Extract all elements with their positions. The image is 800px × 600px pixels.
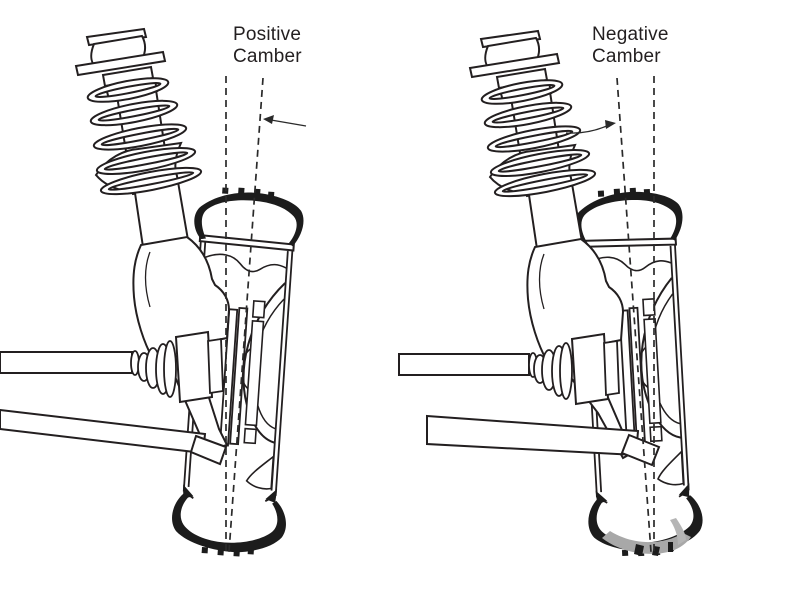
ball-joint-bracket xyxy=(189,434,228,466)
camber-angle-arrow xyxy=(263,115,307,127)
camber-line-wheel-axis xyxy=(228,77,264,553)
negative-camber-label: Negative Camber xyxy=(592,24,669,67)
wheel-hub xyxy=(570,332,610,406)
lower-control-arm xyxy=(0,408,207,455)
axle-shaft xyxy=(0,351,133,374)
strut-assembly-left xyxy=(75,28,230,360)
camber-angle-arrow xyxy=(565,120,616,134)
negative-camber-figure xyxy=(398,30,706,560)
positive-camber-label: Positive Camber xyxy=(233,24,302,67)
wheel-hub-step xyxy=(207,337,224,395)
wheel-hub-step xyxy=(603,339,620,397)
camber-line-wheel-axis xyxy=(616,77,652,553)
wheel-hub xyxy=(174,330,214,404)
positive-camber-figure xyxy=(0,28,310,561)
tire-watermark xyxy=(602,518,691,556)
cv-boot xyxy=(137,340,177,398)
axle-shaft xyxy=(398,353,530,376)
cv-boot xyxy=(533,342,573,400)
ball-joint-bracket xyxy=(620,433,661,467)
